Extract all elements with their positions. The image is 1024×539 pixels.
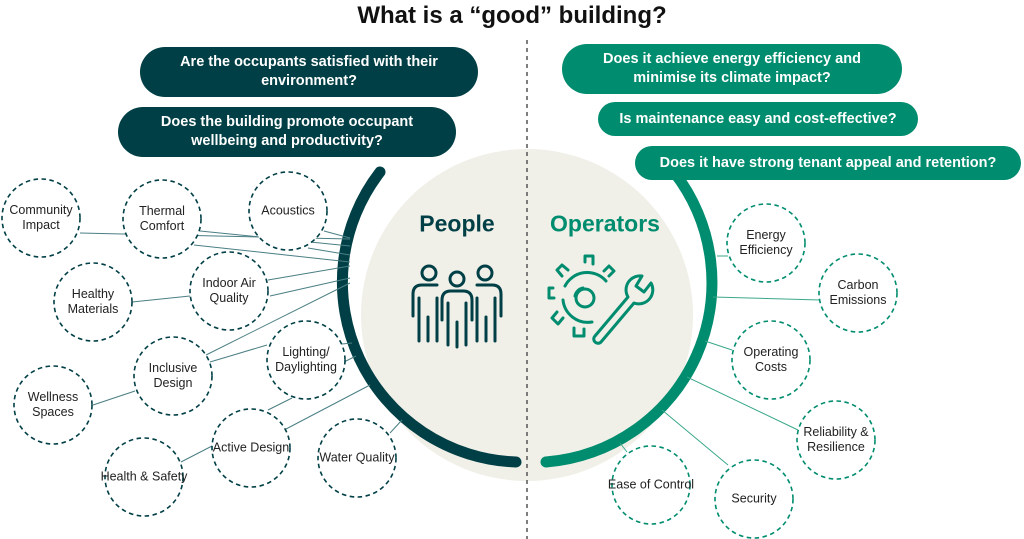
people-arc <box>336 166 522 468</box>
people-factor-circle-community-impact <box>1 178 81 258</box>
operators-factor-label-ease-of-control: Ease of Control <box>607 477 695 492</box>
people-factor-label-lighting-daylighting: Lighting/ Daylighting <box>275 345 337 374</box>
people-connector-inclusive-design <box>205 282 351 356</box>
people-connector-active-design <box>267 397 293 411</box>
people-factor-circle-indoor-air-quality <box>189 251 269 331</box>
people-factor-circle-healthy-materials <box>53 262 133 342</box>
operators-connector-security <box>661 409 729 466</box>
operators-factor-label-operating-costs: Operating Costs <box>743 345 799 374</box>
people-factor-label-indoor-air-quality: Indoor Air Quality <box>202 276 256 305</box>
operators-factor-circle-reliability-resilience <box>796 400 876 480</box>
gear-wrench-icon <box>547 254 655 345</box>
people-factor-circle-thermal-comfort <box>122 179 202 259</box>
people-question-1: Are the occupants satisfied with their e… <box>140 47 478 97</box>
people-factor-label-active-design: Active Design <box>212 440 290 455</box>
people-connector-indoor-air-quality <box>269 277 351 297</box>
people-connector-wellness-spaces <box>92 390 136 406</box>
people-factor-circle-wellness-spaces <box>13 365 93 445</box>
operators-connector-ease-of-control <box>619 442 628 453</box>
people-connector-thermal-comfort <box>193 244 351 263</box>
people-factor-circle-active-design <box>211 408 291 488</box>
people-question-2: Does the building promote occupant wellb… <box>118 107 456 157</box>
people-connector-water-quality <box>389 419 403 434</box>
people-group-icon <box>411 264 503 349</box>
people-heading: People <box>419 210 495 237</box>
people-connector-lighting-daylighting <box>341 342 353 345</box>
operators-factor-circle-ease-of-control <box>611 445 691 525</box>
page-title: What is a “good” building? <box>357 2 667 29</box>
people-connector-lighting-daylighting <box>343 355 357 363</box>
operators-factor-circle-security <box>714 459 794 539</box>
operators-arc <box>540 166 718 468</box>
people-factor-label-community-impact: Community Impact <box>9 203 73 232</box>
people-factor-label-health-safety: Health & Safety <box>100 469 188 484</box>
people-factor-label-thermal-comfort: Thermal Comfort <box>139 204 185 233</box>
operators-factor-label-security: Security <box>731 491 777 506</box>
operators-factor-label-energy-efficiency: Energy Efficiency <box>739 228 793 257</box>
operators-factor-circle-operating-costs <box>731 320 811 400</box>
people-connector-health-safety <box>180 445 213 463</box>
people-factor-label-wellness-spaces: Wellness Spaces <box>27 390 79 419</box>
operators-connector-reliability-resilience <box>686 376 799 431</box>
operators-connector-carbon-emissions <box>712 296 821 301</box>
people-connector-active-design <box>285 384 371 430</box>
people-factor-label-inclusive-design: Inclusive Design <box>148 361 198 390</box>
people-factor-circle-lighting-daylighting <box>266 320 346 400</box>
people-factor-circle-acoustics <box>248 171 328 251</box>
operators-heading: Operators <box>550 210 660 237</box>
operators-question-1: Does it achieve energy efficiency and mi… <box>562 44 902 94</box>
operators-question-2: Is maintenance easy and cost-effective? <box>598 102 918 136</box>
people-connector-inclusive-design <box>209 344 268 363</box>
people-connector-indoor-air-quality <box>267 265 351 281</box>
people-factor-label-healthy-materials: Healthy Materials <box>67 287 119 316</box>
people-factor-circle-health-safety <box>104 437 184 517</box>
people-factor-label-water-quality: Water Quality <box>319 450 395 465</box>
operators-connector-operating-costs <box>704 340 733 351</box>
people-factor-label-acoustics: Acoustics <box>261 203 315 218</box>
people-factor-circle-inclusive-design <box>133 336 213 416</box>
people-factor-circle-water-quality <box>317 418 397 498</box>
people-connector-healthy-materials <box>131 295 191 303</box>
people-connector-acoustics <box>323 230 351 239</box>
operators-factor-label-reliability-resilience: Reliability & Resilience <box>803 425 869 454</box>
operators-factor-label-carbon-emissions: Carbon Emissions <box>829 278 887 307</box>
operators-factor-circle-carbon-emissions <box>818 253 898 333</box>
factor-circles <box>1 171 898 539</box>
people-connector-acoustics <box>307 247 351 256</box>
operators-question-3: Does it have strong tenant appeal and re… <box>635 146 1021 180</box>
operators-factor-circle-energy-efficiency <box>726 203 806 283</box>
